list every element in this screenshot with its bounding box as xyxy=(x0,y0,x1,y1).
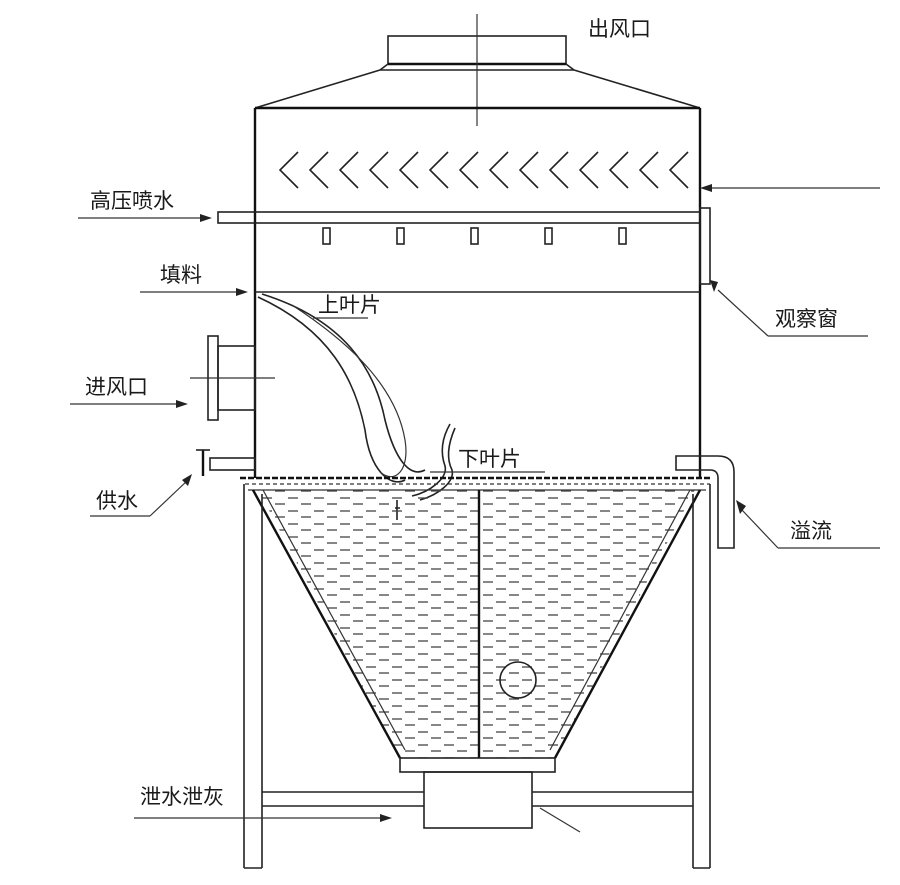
demister-chevron xyxy=(548,151,569,189)
demister-chevron xyxy=(608,151,629,189)
spray-label: 高压喷水 xyxy=(90,189,174,213)
spray-nozzle xyxy=(618,227,627,245)
demister-chevron xyxy=(518,151,539,189)
demister-chevron xyxy=(578,151,599,189)
overflow-label: 溢流 xyxy=(790,519,832,543)
demister-chevron xyxy=(308,151,329,189)
spray-nozzle xyxy=(470,227,479,245)
spray-pipe xyxy=(217,211,701,245)
demister-chevron xyxy=(458,151,479,189)
support-frame xyxy=(243,484,711,869)
observation-window-label: 观察窗 xyxy=(775,307,838,331)
observation-window xyxy=(699,207,711,285)
outlet-label: 出风口 xyxy=(588,17,651,41)
upper-blade-label: 上叶片 xyxy=(318,293,381,317)
demister-chevron xyxy=(338,151,359,189)
hopper xyxy=(251,489,702,773)
demister-chevron xyxy=(638,151,659,189)
tower-body xyxy=(253,108,702,478)
demister-chevron xyxy=(398,151,419,189)
leader-lines xyxy=(70,184,880,833)
inlet-flange xyxy=(190,335,275,421)
spray-nozzle xyxy=(544,227,553,245)
demister-chevron xyxy=(368,151,389,189)
drain-pipe xyxy=(423,771,533,829)
spray-nozzles xyxy=(322,227,627,245)
demister-chevrons xyxy=(278,151,689,189)
overflow-pipe xyxy=(675,455,735,549)
packing-label: 填料 xyxy=(160,263,202,287)
roof xyxy=(254,69,701,110)
water-supply-pipe xyxy=(196,449,256,476)
inlet-label: 进风口 xyxy=(85,375,148,399)
blade-hoses xyxy=(257,293,456,520)
spray-nozzle xyxy=(396,227,405,245)
water-level xyxy=(240,476,712,491)
demister-chevron xyxy=(488,151,509,189)
lower-blade-label: 下叶片 xyxy=(458,447,521,471)
demister-chevron xyxy=(668,151,689,189)
labels: 出风口 高压喷水 填料 上叶片 进风口 供水 下叶片 观察窗 溢流 泄水泄灰 xyxy=(85,17,838,809)
demister-chevron xyxy=(278,151,299,189)
spray-nozzle xyxy=(322,227,331,245)
water-supply-label: 供水 xyxy=(96,489,138,513)
drain-label: 泄水泄灰 xyxy=(140,785,224,809)
demister-chevron xyxy=(428,151,449,189)
